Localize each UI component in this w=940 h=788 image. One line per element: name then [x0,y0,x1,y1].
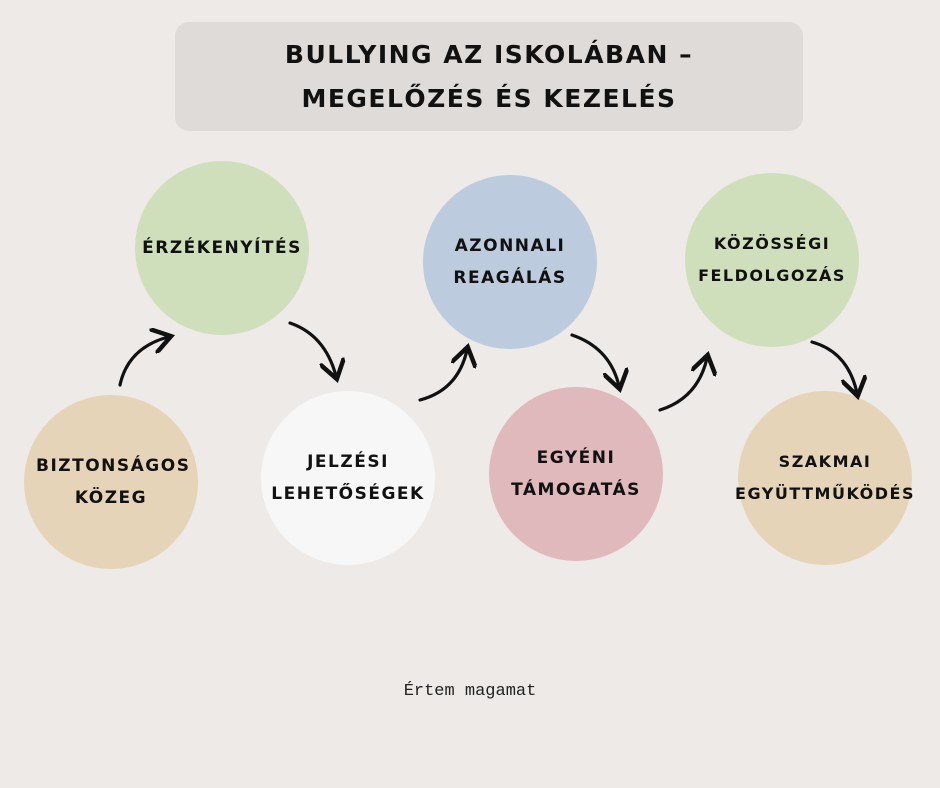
step-label: Közösségi feldolgozás [698,234,846,285]
step-szakmai-egyuttmukodes: Szakmai együttműködés [735,391,915,565]
step-label: Azonnali reagálás [453,236,567,288]
arrow-icon [118,337,168,387]
arrow-icon [288,321,336,376]
arrow-icon [810,340,857,393]
footer-credit: Értem magamat [403,682,537,701]
step-label: Biztonságos közeg [36,456,191,508]
diagram-title: Bullying az iskolában – megelőzés és kez… [284,39,694,113]
step-label: Érzékenyítés [142,238,302,258]
step-label: Jelzési lehetőségek [271,452,425,504]
step-kozossegi-feldolgozas: Közösségi feldolgozás [685,173,859,347]
step-egyeni-tamogatas: Egyéni támogatás [489,387,663,561]
step-erzekenyites: Érzékenyítés [135,161,309,335]
arrow-icon [570,333,619,386]
title-box: Bullying az iskolában – megelőzés és kez… [175,22,803,131]
arrow-icon [658,358,707,412]
step-label: Egyéni támogatás [511,448,641,500]
step-label: Szakmai együttműködés [735,452,915,503]
step-jelzesi-lehetosegek: Jelzési lehetőségek [261,391,435,565]
step-biztonsagos-kozeg: Biztonságos közeg [24,395,198,569]
arrow-icon [418,350,467,402]
step-azonnali-reagalas: Azonnali reagálás [423,175,597,349]
